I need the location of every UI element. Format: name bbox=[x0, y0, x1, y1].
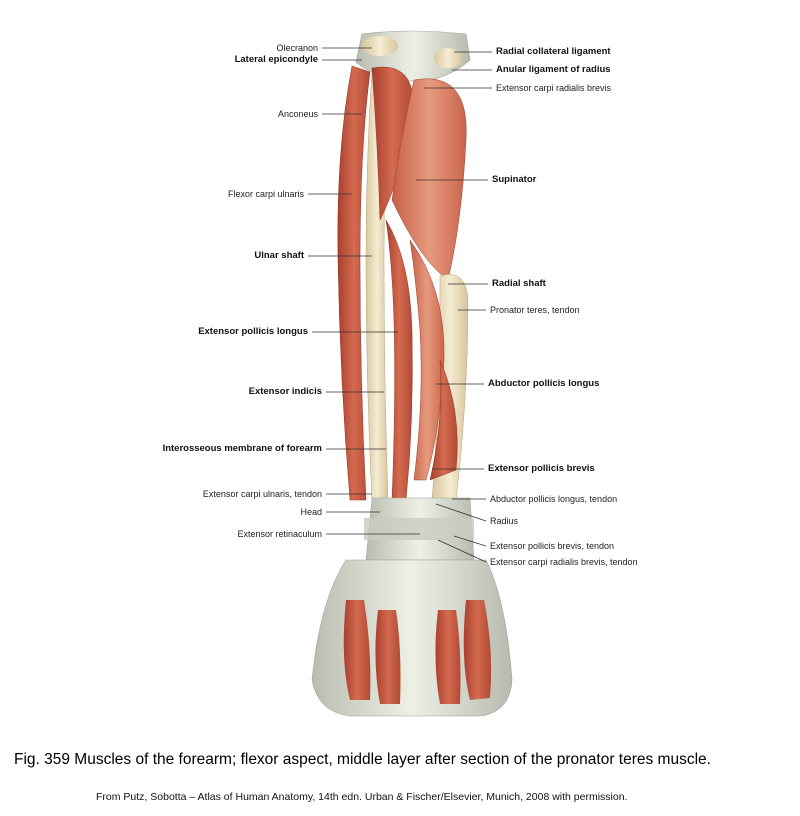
olecranon-bone bbox=[362, 36, 398, 56]
label-abductor-pollicis-longus: Abductor pollicis longus bbox=[488, 378, 600, 389]
label-radius: Radius bbox=[490, 516, 519, 526]
leader-lines-right bbox=[416, 51, 492, 563]
figure-caption: Fig. 359 Muscles of the forearm; flexor … bbox=[14, 751, 711, 768]
label-extensor-indicis: Extensor indicis bbox=[248, 386, 322, 397]
flexor-carpi-ulnaris-muscle bbox=[337, 65, 371, 501]
extensor-pollicis-longus-muscle bbox=[385, 219, 413, 501]
extensor-pollicis-brevis-muscle bbox=[429, 359, 458, 481]
label-ecu-tendon: Extensor carpi ulnaris, tendon bbox=[202, 489, 322, 499]
anatomy-figure: Olecranon Lateral epicondyle Anconeus Fl… bbox=[162, 30, 638, 717]
leader-ecrb-tendon bbox=[437, 539, 487, 563]
interossei-1 bbox=[343, 600, 371, 700]
label-radial-collateral-ligament: Radial collateral ligament bbox=[496, 46, 611, 57]
label-lateral-epicondyle: Lateral epicondyle bbox=[234, 54, 318, 65]
interossei-3 bbox=[435, 610, 461, 704]
label-pronator-teres-tendon: Pronator teres, tendon bbox=[490, 305, 580, 315]
label-epb-tendon: Extensor pollicis brevis, tendon bbox=[490, 541, 615, 551]
label-extensor-retinaculum: Extensor retinaculum bbox=[237, 529, 322, 539]
leader-radius bbox=[435, 503, 487, 522]
label-flexor-carpi-ulnaris: Flexor carpi ulnaris bbox=[227, 189, 304, 199]
label-head: Head bbox=[300, 507, 322, 517]
label-ulnar-shaft: Ulnar shaft bbox=[254, 250, 304, 261]
leader-lines-left bbox=[308, 47, 420, 535]
label-interosseous-membrane: Interosseous membrane of forearm bbox=[162, 443, 322, 454]
radial-head bbox=[434, 48, 462, 68]
label-extensor-pollicis-brevis: Extensor pollicis brevis bbox=[488, 463, 595, 474]
label-ecrb-tendon: Extensor carpi radialis brevis, tendon bbox=[490, 557, 638, 567]
label-extensor-pollicis-longus: Extensor pollicis longus bbox=[198, 326, 308, 337]
forearm-illustration bbox=[308, 30, 513, 717]
label-apl-tendon: Abductor pollicis longus, tendon bbox=[490, 494, 618, 504]
label-radial-shaft: Radial shaft bbox=[492, 278, 546, 289]
figure-credit: From Putz, Sobotta – Atlas of Human Anat… bbox=[96, 791, 628, 803]
label-ecrb: Extensor carpi radialis brevis bbox=[496, 83, 612, 93]
interossei-4 bbox=[463, 600, 492, 700]
interossei-2 bbox=[375, 610, 401, 704]
label-supinator: Supinator bbox=[492, 174, 537, 185]
label-olecranon: Olecranon bbox=[276, 43, 318, 53]
abductor-pollicis-longus-muscle bbox=[409, 239, 445, 481]
label-anular-ligament: Anular ligament of radius bbox=[496, 64, 611, 75]
extensor-retinaculum-band bbox=[364, 518, 474, 540]
label-anconeus: Anconeus bbox=[277, 109, 318, 119]
leader-epb-tendon bbox=[453, 535, 487, 547]
